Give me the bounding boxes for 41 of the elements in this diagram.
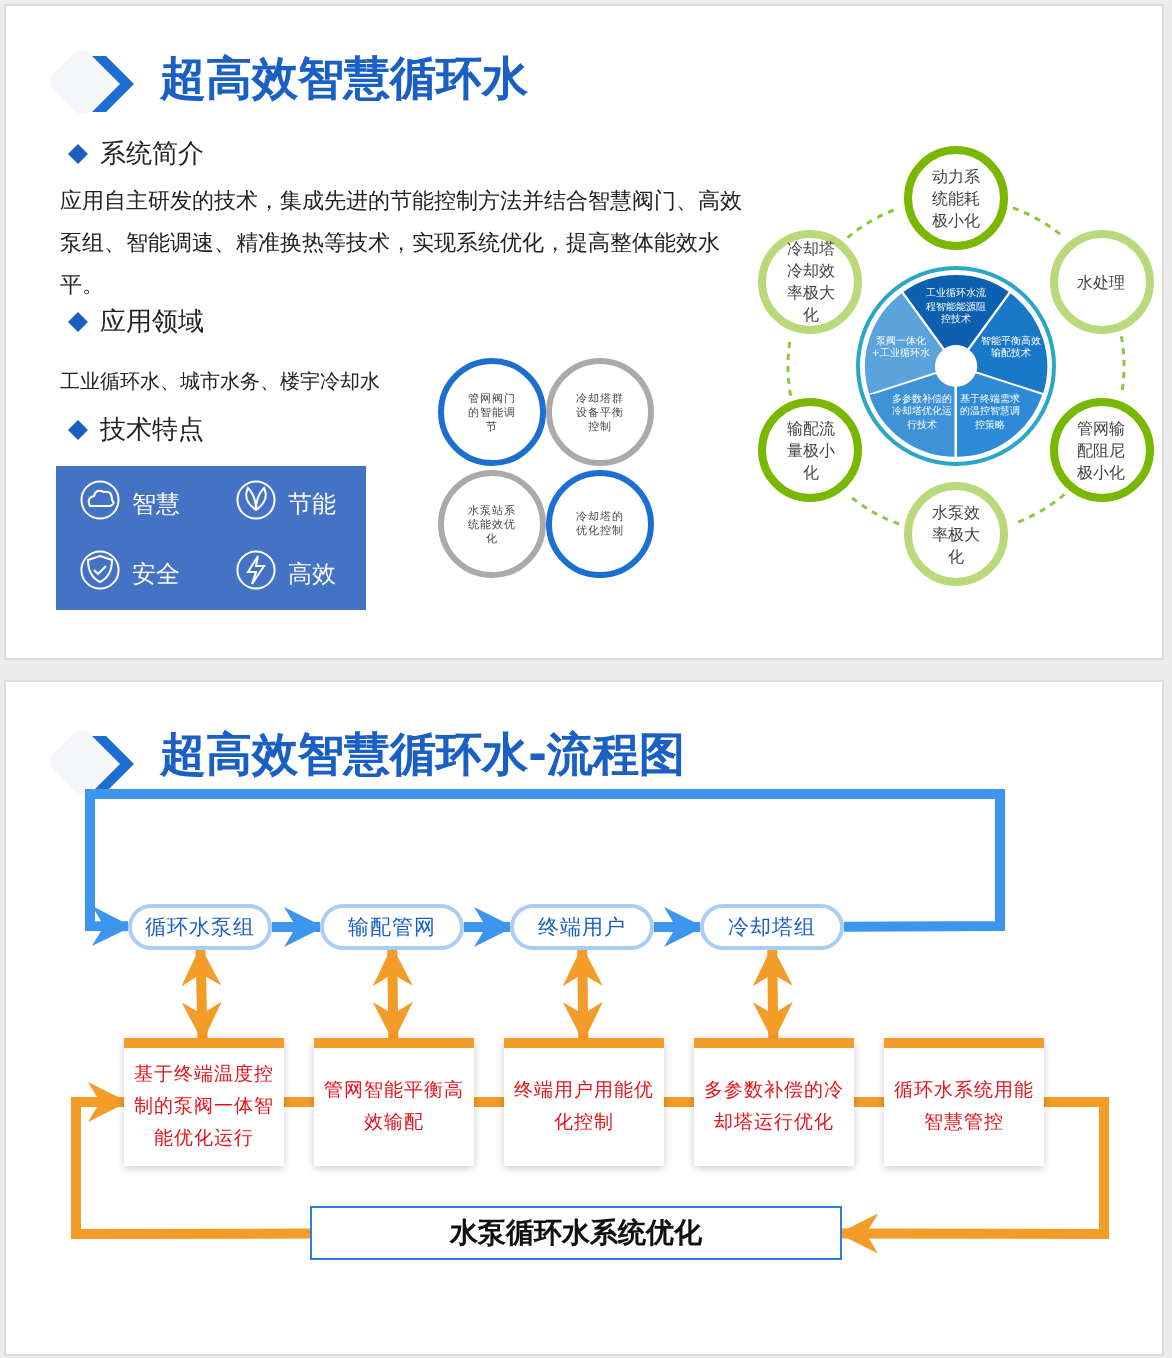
connector-line (846, 206, 900, 239)
process-box: 基于终端温度控制的泵阀一体智能优化运行 (124, 1038, 284, 1166)
feature-label: 节能 (288, 488, 336, 522)
process-box: 多参数补偿的冷却塔运行优化 (694, 1038, 854, 1166)
slide-title: 超高效智慧循环水 (160, 52, 528, 110)
arrow (372, 946, 413, 1042)
process-box: 管网智能平衡高效输配 (314, 1038, 474, 1166)
section-heading: 技术特点 (100, 414, 204, 448)
arrow (838, 1097, 1109, 1254)
arrow (272, 907, 324, 947)
arrow (464, 907, 514, 947)
process-box: 终端用户用能优化控制 (504, 1038, 664, 1166)
arrow (181, 946, 222, 1042)
process-pill: 冷却塔组 (700, 904, 844, 950)
connector-line (786, 336, 793, 396)
connector-line (474, 1097, 504, 1107)
arrow (85, 789, 1005, 946)
process-box: 循环水系统用能智慧管控 (884, 1038, 1044, 1166)
arrow (654, 907, 704, 947)
process-pill: 循环水泵组 (128, 904, 272, 950)
summary-box: 水泵循环水系统优化 (310, 1206, 842, 1260)
arrow (562, 946, 603, 1042)
application-text: 工业循环水、城市水务、楼宇冷却水 (60, 369, 380, 396)
connector-line (1012, 206, 1066, 239)
connector-line (664, 1097, 694, 1107)
connector-line (1119, 336, 1126, 396)
feature-label: 安全 (132, 558, 180, 592)
process-pill: 输配管网 (320, 904, 464, 950)
slide-title: 超高效智慧循环水-流程图 (160, 728, 686, 786)
connector-line (1012, 493, 1066, 526)
connector-line (854, 1097, 884, 1107)
connector-line (846, 493, 900, 526)
feature-label: 智慧 (132, 488, 180, 522)
connector-line (284, 1097, 314, 1107)
intro-paragraph: 应用自主研发的技术，集成先进的节能控制方法并结合智慧阀门、高效泵组、智能调速、精准换热等技术，实现系统优化，提高整体能效水平。 (60, 186, 744, 302)
arrow (752, 946, 793, 1042)
process-pill: 终端用户 (510, 904, 654, 950)
feature-label: 高效 (288, 558, 336, 592)
section-heading: 应用领域 (100, 306, 204, 340)
arrow (71, 1082, 310, 1239)
section-heading: 系统简介 (100, 138, 204, 172)
